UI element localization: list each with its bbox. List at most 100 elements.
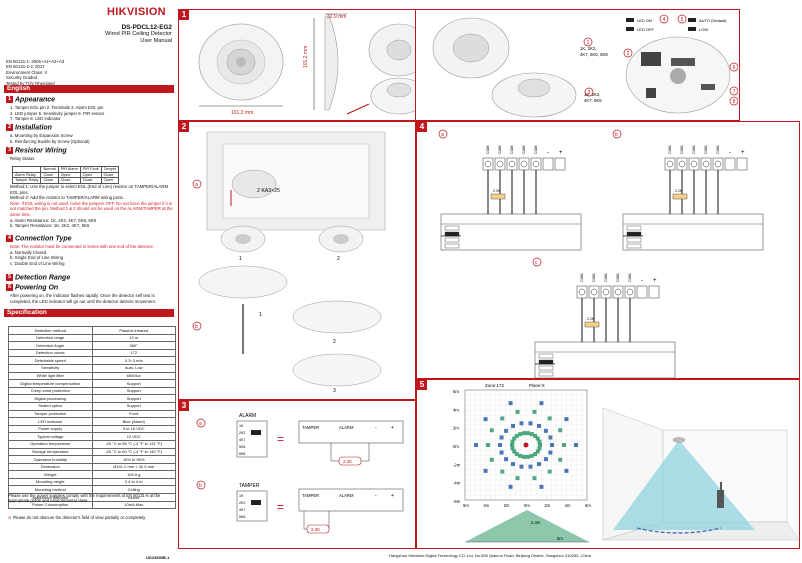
spec-value: 10% to 90% [91, 455, 176, 464]
zone-cell [538, 443, 542, 447]
eol-resistor [672, 193, 688, 200]
installation-diagram: 2 KA3×25 a b 1 2 1 2 3 [192, 131, 386, 394]
svg-text:2: 2 [333, 339, 336, 345]
zone-cell [489, 457, 494, 462]
terminal-screw [690, 160, 698, 168]
zone-cell [547, 416, 552, 421]
zone-cell [537, 462, 541, 467]
zone-cell [535, 436, 540, 441]
svg-text:TAMPER: TAMPER [302, 425, 319, 430]
warning-icon: ⊘ [8, 515, 13, 520]
svg-text:c: c [535, 260, 538, 266]
spec-label: Dimension [8, 462, 93, 472]
spec-label: Detection zones [8, 348, 93, 358]
spec-value: 10mA Max [91, 500, 176, 510]
spec-value: 2.4 to 4 m [91, 477, 176, 487]
jumper-pin [626, 225, 642, 231]
spec-label: Detection Angle [8, 341, 93, 350]
spec-label: Creep zone protection [8, 386, 93, 396]
jumper-pin [626, 237, 642, 243]
zone-cell [558, 428, 563, 433]
resistor-diagram: a b ALARM 1K 2K2 4K7 5K6 6K8 = TAMPER AL… [196, 413, 404, 534]
y-tick: -4m [453, 481, 461, 486]
svg-text:TAMPER: TAMPER [239, 483, 260, 489]
svg-text:2.2K: 2.2K [311, 527, 320, 532]
zone-cell [564, 468, 569, 473]
power-text: After powering on, the indicator flashes… [10, 293, 156, 304]
jumper-legend: LED ON LED OFF AUTO (Default) LOW [626, 18, 727, 32]
spec-bar: Specification [4, 309, 174, 317]
y-tick: 6m [453, 389, 459, 394]
spec-value: Auto, Low [91, 363, 176, 373]
terminal-block-b: TAMPER ALARM - + 2.2K [298, 488, 404, 534]
spec-value: 109.5 g [91, 470, 176, 479]
svg-text:TAMPER: TAMPER [302, 493, 319, 498]
svg-text:8: 8 [733, 99, 736, 105]
zone-cell [537, 446, 542, 451]
svg-text:5K6: 5K6 [239, 515, 245, 519]
jumper-pin [626, 243, 642, 249]
polarity-plus: + [653, 278, 657, 284]
appearance-text: 1. Tamper EOL pin 2. Terminals 3. Alarm … [10, 105, 105, 122]
jumper-pin [444, 237, 460, 243]
eol-resistor [584, 321, 600, 328]
zone-cell [558, 457, 563, 462]
spec-label: Digital processing [8, 394, 93, 403]
svg-text:+: + [391, 425, 394, 431]
svg-text:ALARM: ALARM [239, 413, 256, 419]
zone-cell [510, 446, 515, 451]
spec-value: Support [91, 394, 176, 403]
detector-mounted: 1 2 [220, 225, 364, 262]
zone-cell [489, 428, 494, 433]
terminal-screw [484, 160, 492, 168]
spec-value: Front [91, 409, 176, 419]
detector-top-view: 101.2 mm [198, 23, 284, 116]
panel-number: 4 [417, 122, 427, 132]
standard-line: EN 50131-2-2: 2017 [6, 64, 45, 70]
appearance-diagram: 101.2 mm 32.9 mm 101.2 mm [198, 13, 415, 116]
y-tick: 4m [453, 407, 459, 412]
svg-text:ALARM: ALARM [339, 425, 354, 430]
spec-label: Weight [8, 470, 93, 479]
svg-text:b: b [195, 324, 198, 330]
terminal-slot [648, 285, 660, 299]
terminal-label: COM [486, 146, 490, 154]
alarm-jumper-block: ALARM 1K 2K2 4K7 5K6 6K8 [236, 413, 268, 458]
zone-cell [529, 432, 534, 437]
zone-cell [474, 443, 478, 447]
zone-cell [511, 462, 515, 467]
terminal-label: COM [704, 146, 708, 154]
jumper-pin [444, 243, 460, 249]
svg-text:5: 5 [681, 17, 684, 23]
power-note: Please use the power supplies comply wit… [8, 493, 161, 504]
svg-text:LOW: LOW [699, 27, 708, 32]
spec-label: LED indicator [8, 417, 93, 426]
terminal-slot [542, 157, 554, 171]
svg-text:AUTO (Default): AUTO (Default) [699, 18, 727, 23]
terminal-screw [666, 160, 674, 168]
board-view [625, 36, 731, 114]
spec-value: Passive infrared [91, 326, 176, 335]
svg-text:LED ON: LED ON [637, 18, 652, 23]
terminal-screw [614, 288, 622, 296]
manual-subtitle: User Manual [140, 38, 172, 44]
spec-value: Support [91, 386, 176, 396]
spec-value: 12 VDC [91, 432, 176, 441]
jumper-pin [626, 231, 642, 237]
jumper-pin [538, 353, 554, 359]
zone-cell [499, 435, 504, 440]
internals-diagram: LED ON LED OFF AUTO (Default) LOW 1K, 2K… [432, 14, 738, 118]
svg-text:4K7, 5K6: 4K7, 5K6 [584, 98, 602, 103]
zone-cell [548, 435, 553, 440]
svg-text:101.2 mm: 101.2 mm [303, 46, 309, 68]
zone-cell [500, 469, 505, 474]
side-coverage [465, 510, 589, 542]
